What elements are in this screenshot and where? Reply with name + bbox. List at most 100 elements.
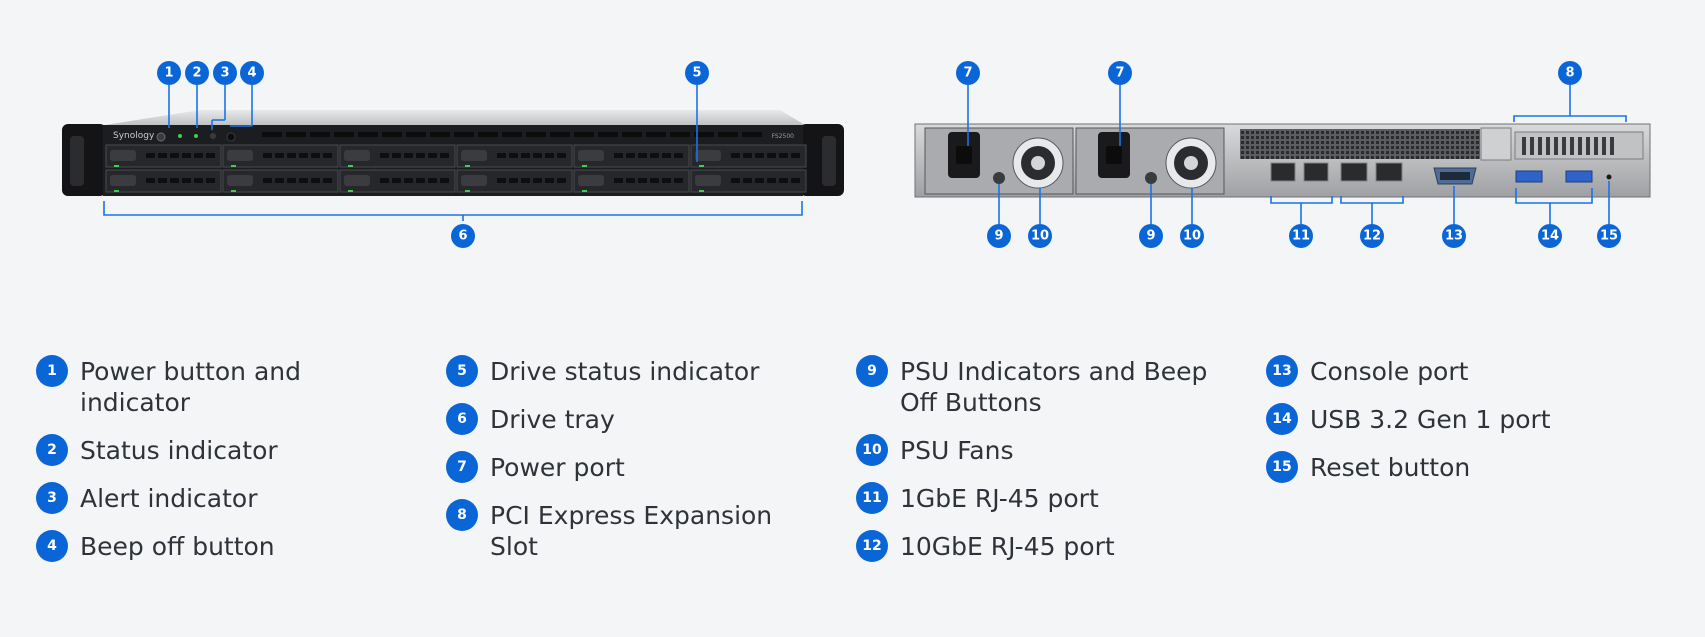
svg-text:1: 1: [164, 66, 173, 81]
drive-tray[interactable]: [339, 144, 456, 168]
legend-label: Drive status indicator: [490, 357, 760, 386]
front-vents: [262, 132, 762, 137]
callout-10a: 10: [1028, 224, 1052, 248]
callout-13: 13: [1442, 224, 1466, 248]
svg-text:13: 13: [1445, 229, 1463, 244]
legend-label: PCI Express Expansion Slot: [490, 501, 773, 561]
legend-label: Drive tray: [490, 405, 615, 434]
legend-number: 2: [36, 434, 68, 466]
drive-tray[interactable]: [339, 169, 456, 193]
drive-tray-bay: [105, 144, 807, 193]
drive-tray[interactable]: [222, 144, 339, 168]
status-led: [178, 134, 182, 138]
rj45-10gbe-ports: [1340, 162, 1403, 182]
drive-tray[interactable]: [573, 169, 690, 193]
console-port: [1433, 167, 1477, 185]
brand-logo: Synology: [113, 131, 155, 141]
callout-5: 5: [685, 61, 709, 85]
callout-15: 15: [1597, 224, 1621, 248]
drive-tray[interactable]: [573, 144, 690, 168]
product-diagram: Synology FS2500 1 2 3 4 5 6: [62, 61, 1651, 248]
svg-text:5: 5: [692, 66, 701, 81]
svg-text:2: 2: [192, 66, 201, 81]
rear-view: [914, 123, 1651, 198]
legend-label: Reset button: [1310, 453, 1471, 482]
drive-status-led: [231, 190, 236, 192]
svg-text:10: 10: [1183, 229, 1201, 244]
callout-8: 8: [1558, 61, 1582, 85]
drive-tray[interactable]: [690, 144, 807, 168]
alert-led: [194, 134, 198, 138]
legend-number: 3: [36, 482, 68, 514]
drive-status-led: [465, 190, 470, 192]
psu-indicator-2: [1145, 172, 1157, 184]
legend-number: 9: [856, 355, 888, 387]
drive-status-led: [231, 165, 236, 167]
svg-text:4: 4: [247, 66, 256, 81]
legend-item: 15 Reset button: [1266, 451, 1676, 483]
svg-text:7: 7: [963, 66, 972, 81]
legend-item: 7 Power port: [446, 451, 856, 483]
legend-label: PSU Fans: [900, 436, 1014, 465]
beep-off-button[interactable]: [210, 133, 216, 139]
legend-number: 4: [36, 530, 68, 562]
front-view: Synology FS2500: [62, 110, 844, 196]
legend-label: 10GbE RJ-45 port: [900, 532, 1115, 561]
legend-number: 10: [856, 434, 888, 466]
svg-text:7: 7: [1115, 66, 1124, 81]
legend-label: Power port: [490, 453, 625, 482]
legend-number: 1: [36, 355, 68, 387]
drive-tray[interactable]: [456, 144, 573, 168]
legend-number: 15: [1266, 451, 1298, 483]
drive-status-led: [699, 190, 704, 192]
callout-2: 2: [185, 61, 209, 85]
drive-tray[interactable]: [690, 169, 807, 193]
model-label: FS2500: [772, 133, 795, 140]
drive-tray[interactable]: [105, 144, 222, 168]
svg-text:15: 15: [1600, 229, 1618, 244]
legend-label: 1GbE RJ-45 port: [900, 484, 1099, 513]
drive-status-led: [465, 165, 470, 167]
reset-button[interactable]: [1606, 174, 1612, 180]
usb-ports: [1515, 170, 1593, 183]
legend-label: USB 3.2 Gen 1 port: [1310, 405, 1551, 434]
svg-text:9: 9: [994, 229, 1003, 244]
legend-number: 13: [1266, 355, 1298, 387]
pcie-slot: [1480, 127, 1644, 161]
drive-status-led: [114, 190, 119, 192]
chassis-top: [105, 110, 805, 125]
rj45-1gbe-ports: [1270, 162, 1329, 182]
legend-number: 7: [446, 451, 478, 483]
callout-10b: 10: [1180, 224, 1204, 248]
callout-1: 1: [157, 61, 181, 85]
psu-indicator-1: [993, 172, 1005, 184]
legend-number: 12: [856, 530, 888, 562]
usb-front: [226, 132, 236, 142]
drive-status-led: [114, 165, 119, 167]
drive-status-led: [348, 165, 353, 167]
drive-tray[interactable]: [105, 169, 222, 193]
callout-4: 4: [240, 61, 264, 85]
drive-tray[interactable]: [456, 169, 573, 193]
svg-text:11: 11: [1292, 229, 1310, 244]
svg-text:14: 14: [1541, 229, 1559, 244]
callout-3: 3: [213, 61, 237, 85]
psu-2: [1075, 127, 1225, 195]
drive-status-led: [582, 165, 587, 167]
drive-status-led: [699, 165, 704, 167]
callout-6: 6: [451, 224, 475, 248]
drive-tray[interactable]: [222, 169, 339, 193]
legend-item: 10 PSU Fans: [856, 434, 1266, 466]
callout-11: 11: [1289, 224, 1313, 248]
power-button[interactable]: [156, 132, 166, 142]
